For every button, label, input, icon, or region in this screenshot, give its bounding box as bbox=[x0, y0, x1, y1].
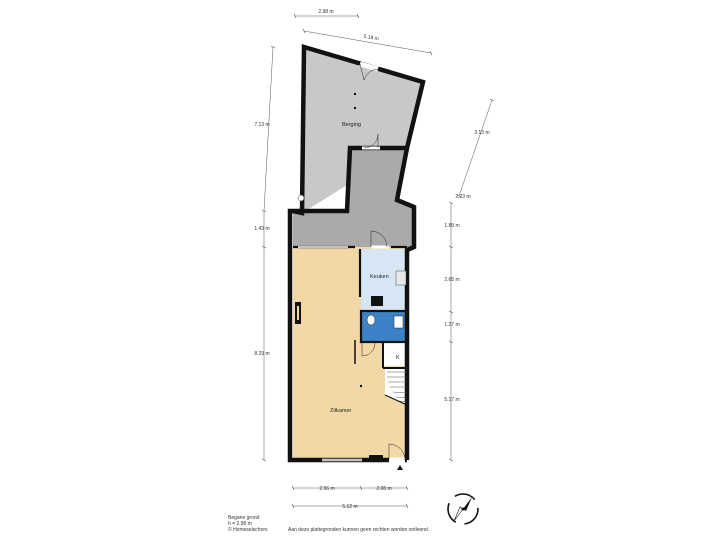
dim-right-3: 1.27 m bbox=[444, 322, 459, 328]
staircase bbox=[384, 371, 408, 406]
dim-left-top: 7.13 m bbox=[254, 122, 269, 128]
light-point bbox=[353, 92, 357, 96]
room-label-storage: Berging bbox=[342, 122, 361, 128]
copyright: © Homeselschors bbox=[228, 527, 268, 533]
ceiling-height: h = 2.98 m bbox=[228, 521, 252, 527]
dim-bottom-left: 2.96 m bbox=[319, 486, 334, 492]
dim-right-diag-lower: 2.23 m bbox=[455, 194, 470, 200]
dim-left-bottom: 8.29 m bbox=[254, 351, 269, 357]
disclaimer: Aan deze plattegronden kunnen geen recht… bbox=[288, 527, 430, 533]
dim-bottom-total: 5.12 m bbox=[342, 504, 357, 510]
corridor-floor bbox=[293, 148, 414, 247]
dim-left-mid: 1.43 m bbox=[254, 226, 269, 232]
light-point bbox=[353, 106, 357, 110]
toilet bbox=[366, 314, 376, 326]
door-storage-top bbox=[359, 61, 379, 81]
kitchen-sink bbox=[395, 270, 407, 286]
dim-right-diag: 3.13 m bbox=[474, 130, 489, 136]
door-corridor bbox=[370, 230, 389, 249]
dim-right-2: 2.65 m bbox=[444, 277, 459, 283]
floor-name: Begane grond bbox=[228, 515, 260, 521]
room-label-closet: K bbox=[396, 355, 400, 361]
storage-fixture bbox=[297, 194, 305, 202]
dim-right-1: 1.89 m bbox=[444, 223, 459, 229]
door-storage-bottom bbox=[363, 133, 379, 149]
meter-box bbox=[369, 455, 383, 459]
room-label-living: Zitkamer bbox=[330, 408, 352, 414]
kitchen-stove bbox=[371, 296, 383, 306]
corridor-wall-right bbox=[394, 147, 417, 460]
storage-walls bbox=[292, 44, 426, 216]
dim-bottom-right: 2.08 m bbox=[376, 486, 391, 492]
door-hall bbox=[361, 342, 376, 357]
dim-right-4: 5.17 m bbox=[444, 397, 459, 403]
compass-rose-icon bbox=[447, 493, 479, 525]
light-point bbox=[359, 384, 363, 388]
bathroom-sink bbox=[393, 315, 404, 329]
closet-floor bbox=[383, 342, 407, 366]
dim-top-long: 5.18 m bbox=[363, 34, 379, 43]
room-label-kitchen: Keuken bbox=[370, 274, 389, 280]
dim-top-short: 2.98 m bbox=[318, 9, 333, 15]
entrance-marker bbox=[397, 465, 403, 470]
storage-floor bbox=[302, 47, 423, 213]
door-front bbox=[388, 443, 406, 463]
